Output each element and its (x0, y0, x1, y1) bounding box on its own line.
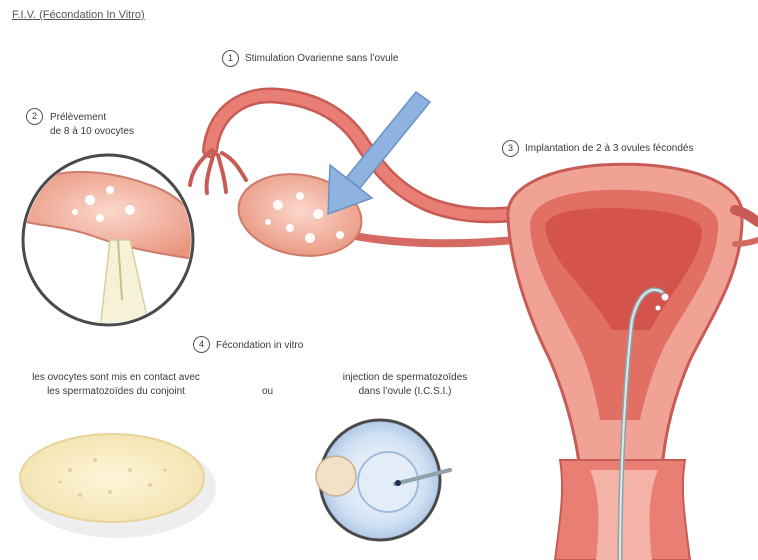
retrieval-circle (20, 155, 200, 330)
step-3-label: Implantation de 2 à 3 ovules fécondés (525, 143, 693, 155)
icsi-circle (316, 420, 450, 540)
step-3-badge: 3 (502, 140, 519, 157)
step-2-badge: 2 (26, 108, 43, 125)
step-2-label-line2: de 8 à 10 ovocytes (50, 126, 134, 138)
step-4-badge: 4 (193, 336, 210, 353)
method-left-line2: les spermatozoïdes du conjoint (16, 386, 216, 398)
fimbriae (190, 150, 246, 193)
page-title: F.I.V. (Fécondation In Vitro) (12, 9, 145, 21)
method-left-line1: les ovocytes sont mis en contact avec (16, 372, 216, 384)
petri-dish (20, 434, 216, 538)
method-right-line1: injection de spermatozoïdes (310, 372, 500, 384)
method-separator: ou (262, 386, 273, 398)
step-1-label: Stimulation Ovarienne sans l’ovule (245, 53, 398, 65)
step-1-badge: 1 (222, 50, 239, 67)
step-4-label: Fécondation in vitro (216, 340, 303, 352)
uterus (508, 164, 758, 560)
method-right-line2: dans l’ovule (I.C.S.I.) (310, 386, 500, 398)
step-2-label-line1: Prélèvement (50, 112, 106, 124)
